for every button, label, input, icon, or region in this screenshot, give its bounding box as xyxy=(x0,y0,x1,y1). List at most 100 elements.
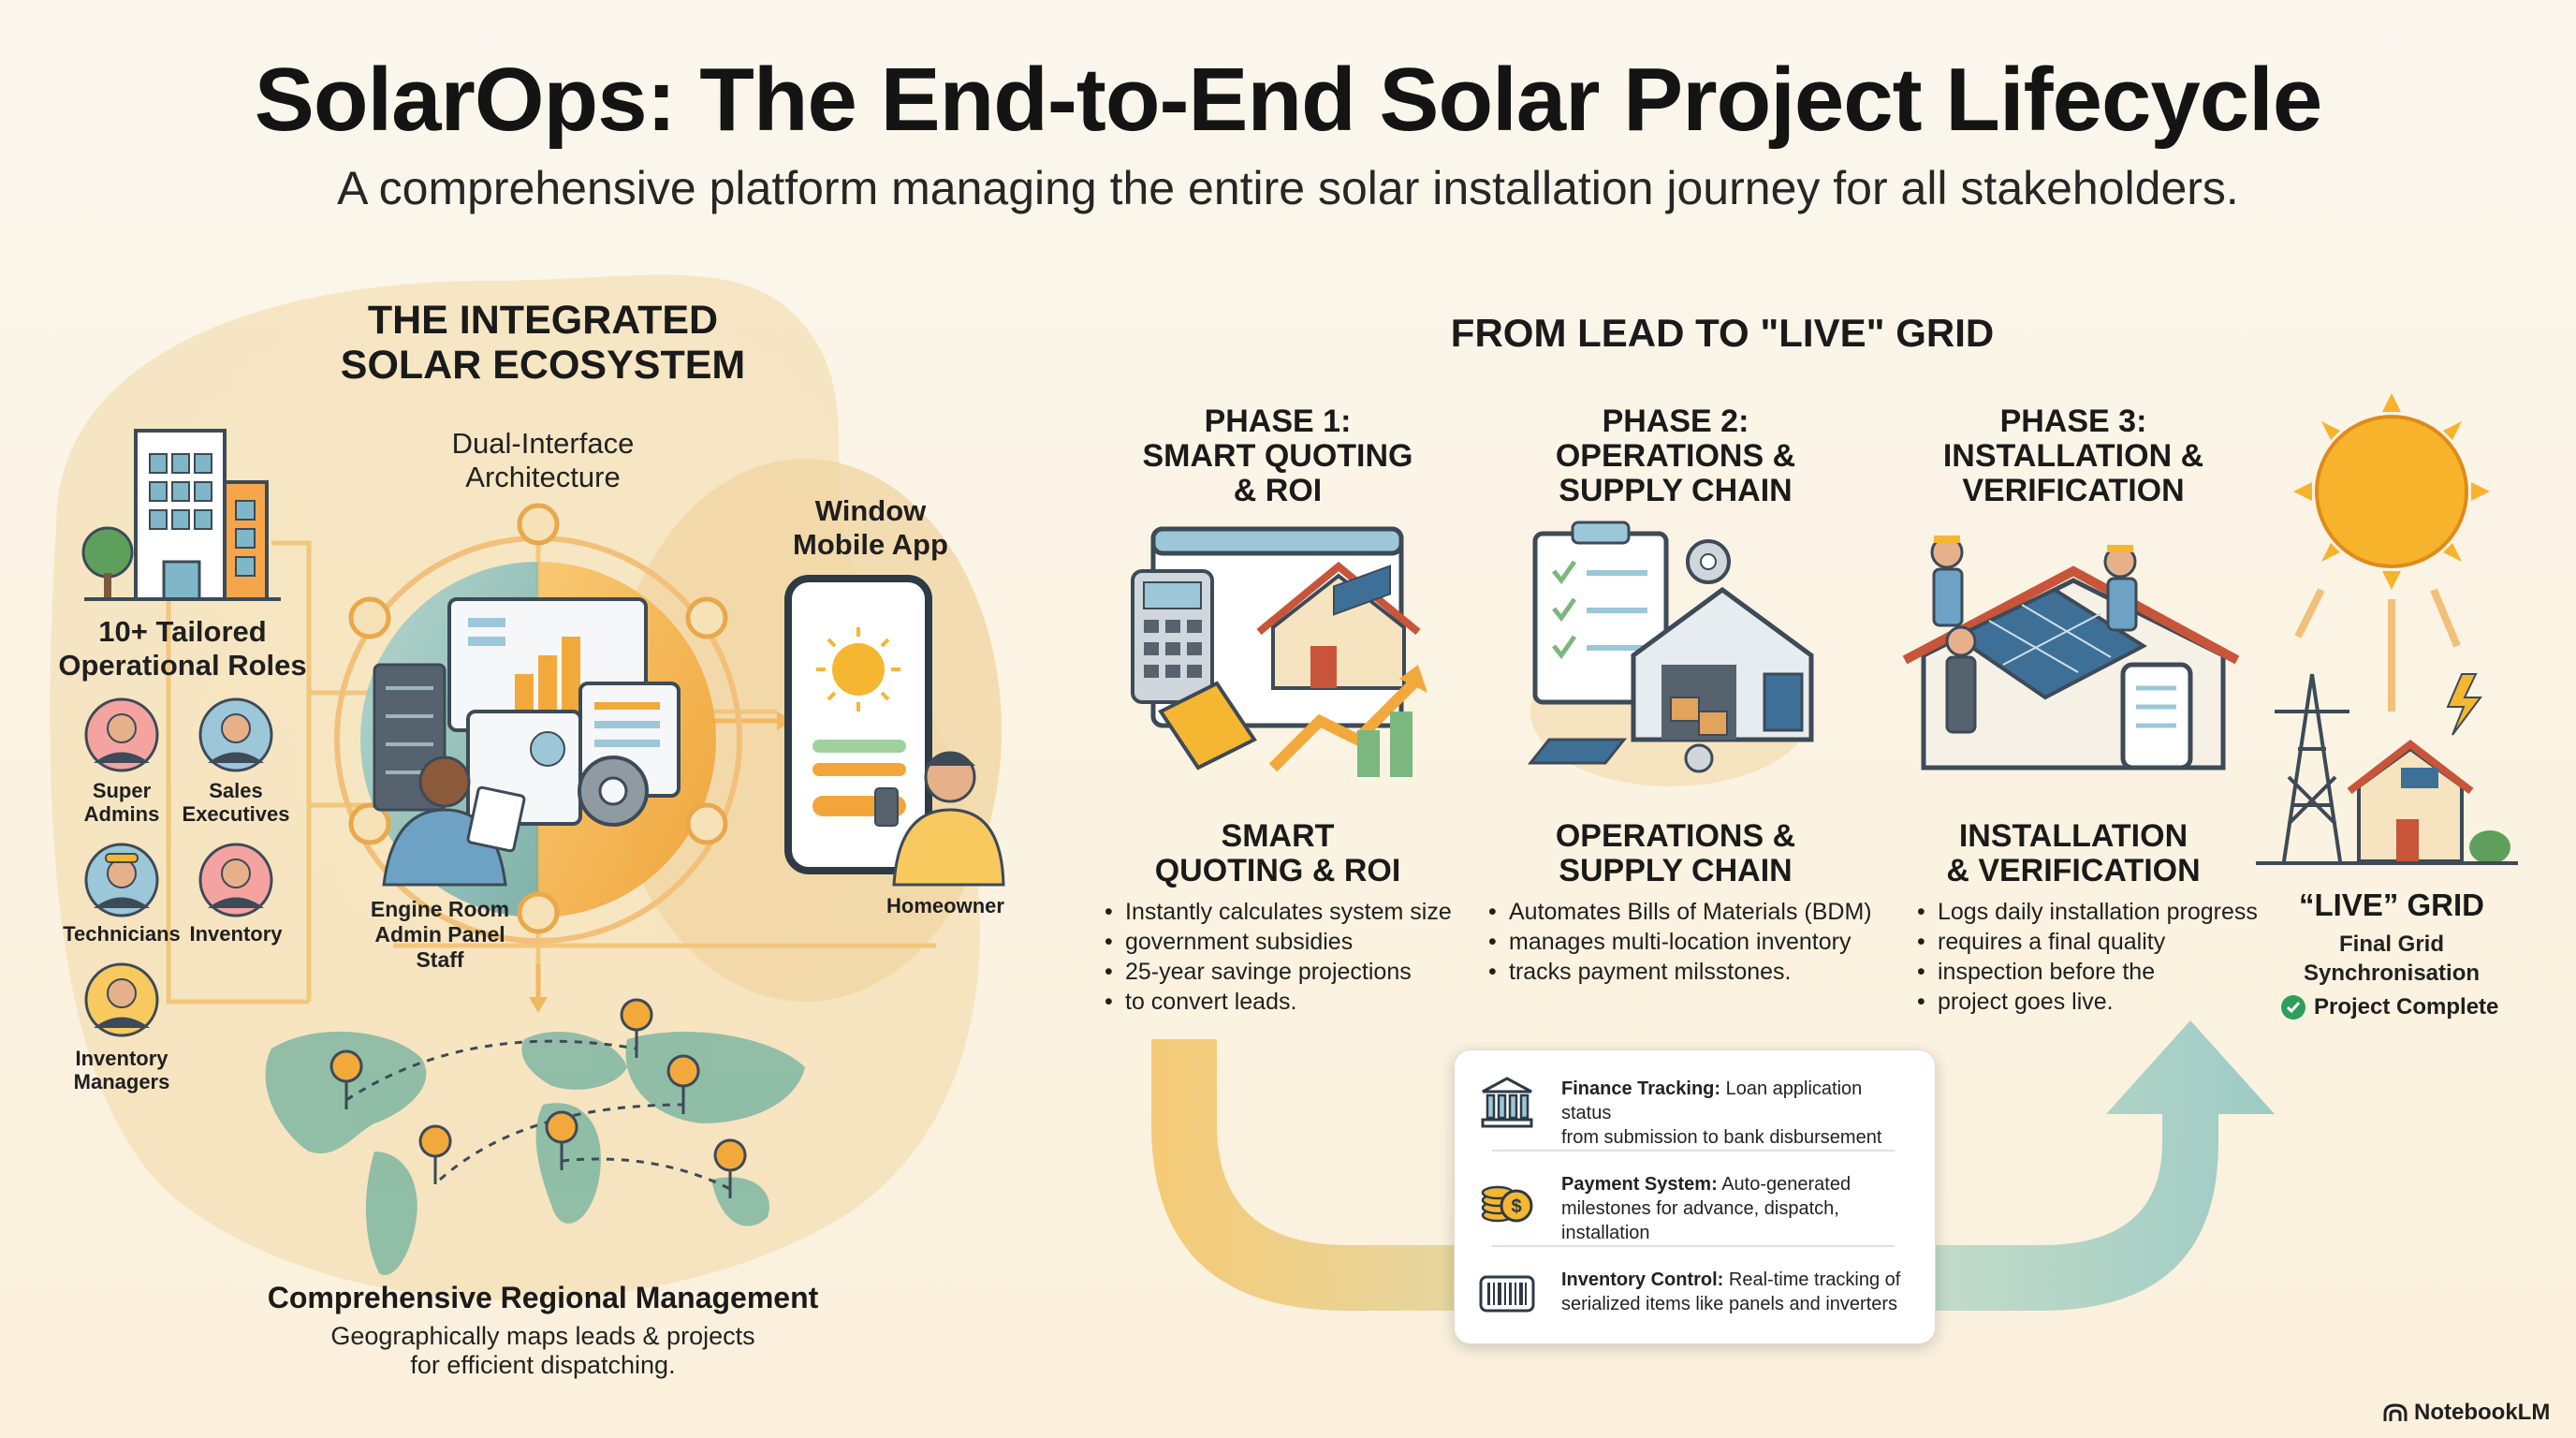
architecture-label-line1: Dual-Interface xyxy=(451,427,635,460)
phase-2-bullet: tracks payment milsstones. xyxy=(1488,957,1900,987)
phase-1-bullet: 25-year savinge projections xyxy=(1105,957,1479,987)
phase-3-heading-line3: VERIFICATION xyxy=(1962,473,2185,508)
regional-line1: Geographically maps leads & projects xyxy=(330,1322,755,1350)
live-grid-line2: Synchronisation xyxy=(2303,961,2481,986)
role-sales-executives-line1: Sales xyxy=(209,779,263,802)
mobile-app-line1: Window xyxy=(814,494,927,527)
map-pin-icon xyxy=(329,998,747,1199)
ecosystem-heading-line1: THE INTEGRATED xyxy=(367,298,719,343)
phase-2-heading-line1: PHASE 2: xyxy=(1602,404,1749,439)
phase-1-heading-line2: SMART QUOTING xyxy=(1142,438,1413,474)
phase-2-heading: PHASE 2: OPERATIONS & SUPPLY CHAIN xyxy=(1488,404,1863,508)
payment-system-line1: Auto-generated xyxy=(1721,1174,1852,1195)
phase-3-name-line1: INSTALLATION xyxy=(1958,818,2188,854)
brand-name: NotebookLM xyxy=(2414,1400,2551,1425)
phase-1-heading-line1: PHASE 1: xyxy=(1204,404,1352,439)
mobile-app-line2: Mobile App xyxy=(793,528,948,561)
architecture-label: Dual-Interface Architecture xyxy=(393,427,693,494)
phase-1-bullets: Instantly calculates system size governm… xyxy=(1105,897,1479,1017)
phase-3-heading-line2: INSTALLATION & xyxy=(1942,438,2204,474)
smart-quoting-illustration xyxy=(1131,526,1427,777)
payment-system-label: Payment System: xyxy=(1561,1174,1718,1195)
role-super-admins-line1: Super xyxy=(92,779,152,802)
live-grid-description: Final Grid Synchronisation xyxy=(2237,930,2546,988)
live-grid-title: “LIVE” GRID xyxy=(2298,888,2485,922)
inventory-control-text: Inventory Control: Real-time tracking of… xyxy=(1561,1268,1917,1316)
roles-label-line1: 10+ Tailored xyxy=(98,615,267,648)
ecosystem-heading: THE INTEGRATED SOLAR ECOSYSTEM xyxy=(318,298,768,388)
roles-label-line2: Operational Roles xyxy=(58,649,307,682)
phase-2-bullet: Automates Bills of Materials (BDM) xyxy=(1488,897,1900,927)
engine-room-line1: Engine Room xyxy=(370,897,510,921)
regional-line2: for efficient dispatching. xyxy=(410,1351,676,1379)
phase-2-heading-line2: OPERATIONS & xyxy=(1555,438,1796,474)
phase-2-name-line2: SUPPLY CHAIN xyxy=(1559,853,1793,888)
engine-room-label: Engine Room Admin Panel Staff xyxy=(337,897,543,973)
inventory-control-line1: Real-time tracking of xyxy=(1728,1269,1901,1290)
engine-room-line3: Staff xyxy=(416,947,464,972)
phase-1-bullet: Instantly calculates system size xyxy=(1105,897,1479,927)
roles-label: 10+ Tailored Operational Roles xyxy=(37,615,328,682)
project-complete-label: Project Complete xyxy=(2314,994,2499,1020)
mobile-app-label: Window Mobile App xyxy=(739,494,1002,562)
engine-room-line2: Admin Panel xyxy=(374,922,505,946)
operations-supply-chain-illustration xyxy=(1527,521,1814,786)
role-sales-executives-line2: Executives xyxy=(182,802,290,826)
live-grid-line1: Final Grid xyxy=(2338,932,2444,957)
phase-3-bullet-continuation-2: project goes live. xyxy=(1938,989,2114,1015)
phase-3-bullet: Logs daily installation progress xyxy=(1917,897,2291,927)
installation-verification-illustration xyxy=(1902,536,2240,770)
payment-system-text: Payment System: Auto-generated milestone… xyxy=(1561,1172,1917,1245)
inventory-control-label: Inventory Control: xyxy=(1561,1269,1724,1290)
inventory-control-line2: serialized items like panels and inverte… xyxy=(1561,1294,1898,1314)
page-title: SolarOps: The End-to-End Solar Project L… xyxy=(254,50,2322,150)
role-super-admins: Super Admins xyxy=(56,779,187,826)
homeowner-label: Homeowner xyxy=(886,894,1004,917)
check-circle-icon xyxy=(2281,995,2305,1020)
phase-3-bullets: Logs daily installation progress require… xyxy=(1917,897,2291,1017)
finance-tracking-label: Finance Tracking: xyxy=(1561,1078,1721,1099)
phase-1-bullet-continuation: to convert leads. xyxy=(1125,989,1297,1015)
phase-3-name-line2: & VERIFICATION xyxy=(1946,853,2201,888)
project-complete-status: Project Complete xyxy=(2280,994,2552,1020)
card-divider xyxy=(1492,1245,1895,1247)
payment-system-line2: milestones for advance, dispatch, instal… xyxy=(1561,1198,1839,1243)
svg-text:$: $ xyxy=(1511,1196,1521,1217)
phase-1-name-line1: SMART xyxy=(1221,818,1335,854)
page-subtitle: A comprehensive platform managing the en… xyxy=(337,162,2239,214)
role-inventory-managers: Inventory Managers xyxy=(56,1047,187,1093)
finance-tracking-line1: Loan application status xyxy=(1561,1078,1863,1123)
phase-2-bullet: manages multi-location inventory xyxy=(1488,927,1900,957)
live-grid-illustration xyxy=(2256,393,2518,865)
role-inventory-managers-line1: Inventory xyxy=(75,1047,168,1070)
notebooklm-logo-icon xyxy=(2383,1403,2408,1421)
phase-2-name: OPERATIONS & SUPPLY CHAIN xyxy=(1488,819,1863,888)
card-divider xyxy=(1492,1150,1895,1152)
phase-1-name: SMART QUOTING & ROI xyxy=(1090,819,1465,888)
lifecycle-heading: FROM LEAD TO "LIVE" GRID xyxy=(1450,311,1995,355)
phase-1-heading-line3: & ROI xyxy=(1233,473,1323,508)
role-technicians: Technicians xyxy=(63,922,181,946)
phase-3-bullet: requires a final quality xyxy=(1917,927,2291,957)
brand-footer: NotebookLM xyxy=(2382,1400,2569,1426)
regional-management-title: Comprehensive Regional Management xyxy=(267,1281,819,1314)
phase-1-bullet: to convert leads. xyxy=(1105,987,1479,1017)
role-sales-executives: Sales Executives xyxy=(170,779,301,826)
phase-3-bullet-continuation: inspection before the xyxy=(1938,959,2156,985)
coins-icon: $ xyxy=(1481,1185,1533,1223)
architecture-label-line2: Architecture xyxy=(465,461,621,493)
role-inventory-managers-line2: Managers xyxy=(73,1070,170,1093)
mobile-phone-illustration xyxy=(784,575,1005,887)
ecosystem-heading-line2: SOLAR ECOSYSTEM xyxy=(340,343,746,388)
engine-room-diagram xyxy=(334,503,742,944)
phase-3-heading: PHASE 3: INSTALLATION & VERIFICATION xyxy=(1886,404,2261,508)
barcode-icon xyxy=(1479,1275,1535,1313)
phase-1-name-line2: QUOTING & ROI xyxy=(1154,853,1401,888)
phase-3-bullet: project goes live. xyxy=(1917,987,2291,1017)
phase-1-bullet: government subsidies xyxy=(1105,927,1479,957)
payment-system-row: $ Payment System: Auto-generated milesto… xyxy=(1470,1159,1921,1243)
role-inventory: Inventory xyxy=(189,922,283,946)
phase-2-heading-line3: SUPPLY CHAIN xyxy=(1559,473,1793,508)
role-super-admins-line2: Admins xyxy=(83,802,160,826)
